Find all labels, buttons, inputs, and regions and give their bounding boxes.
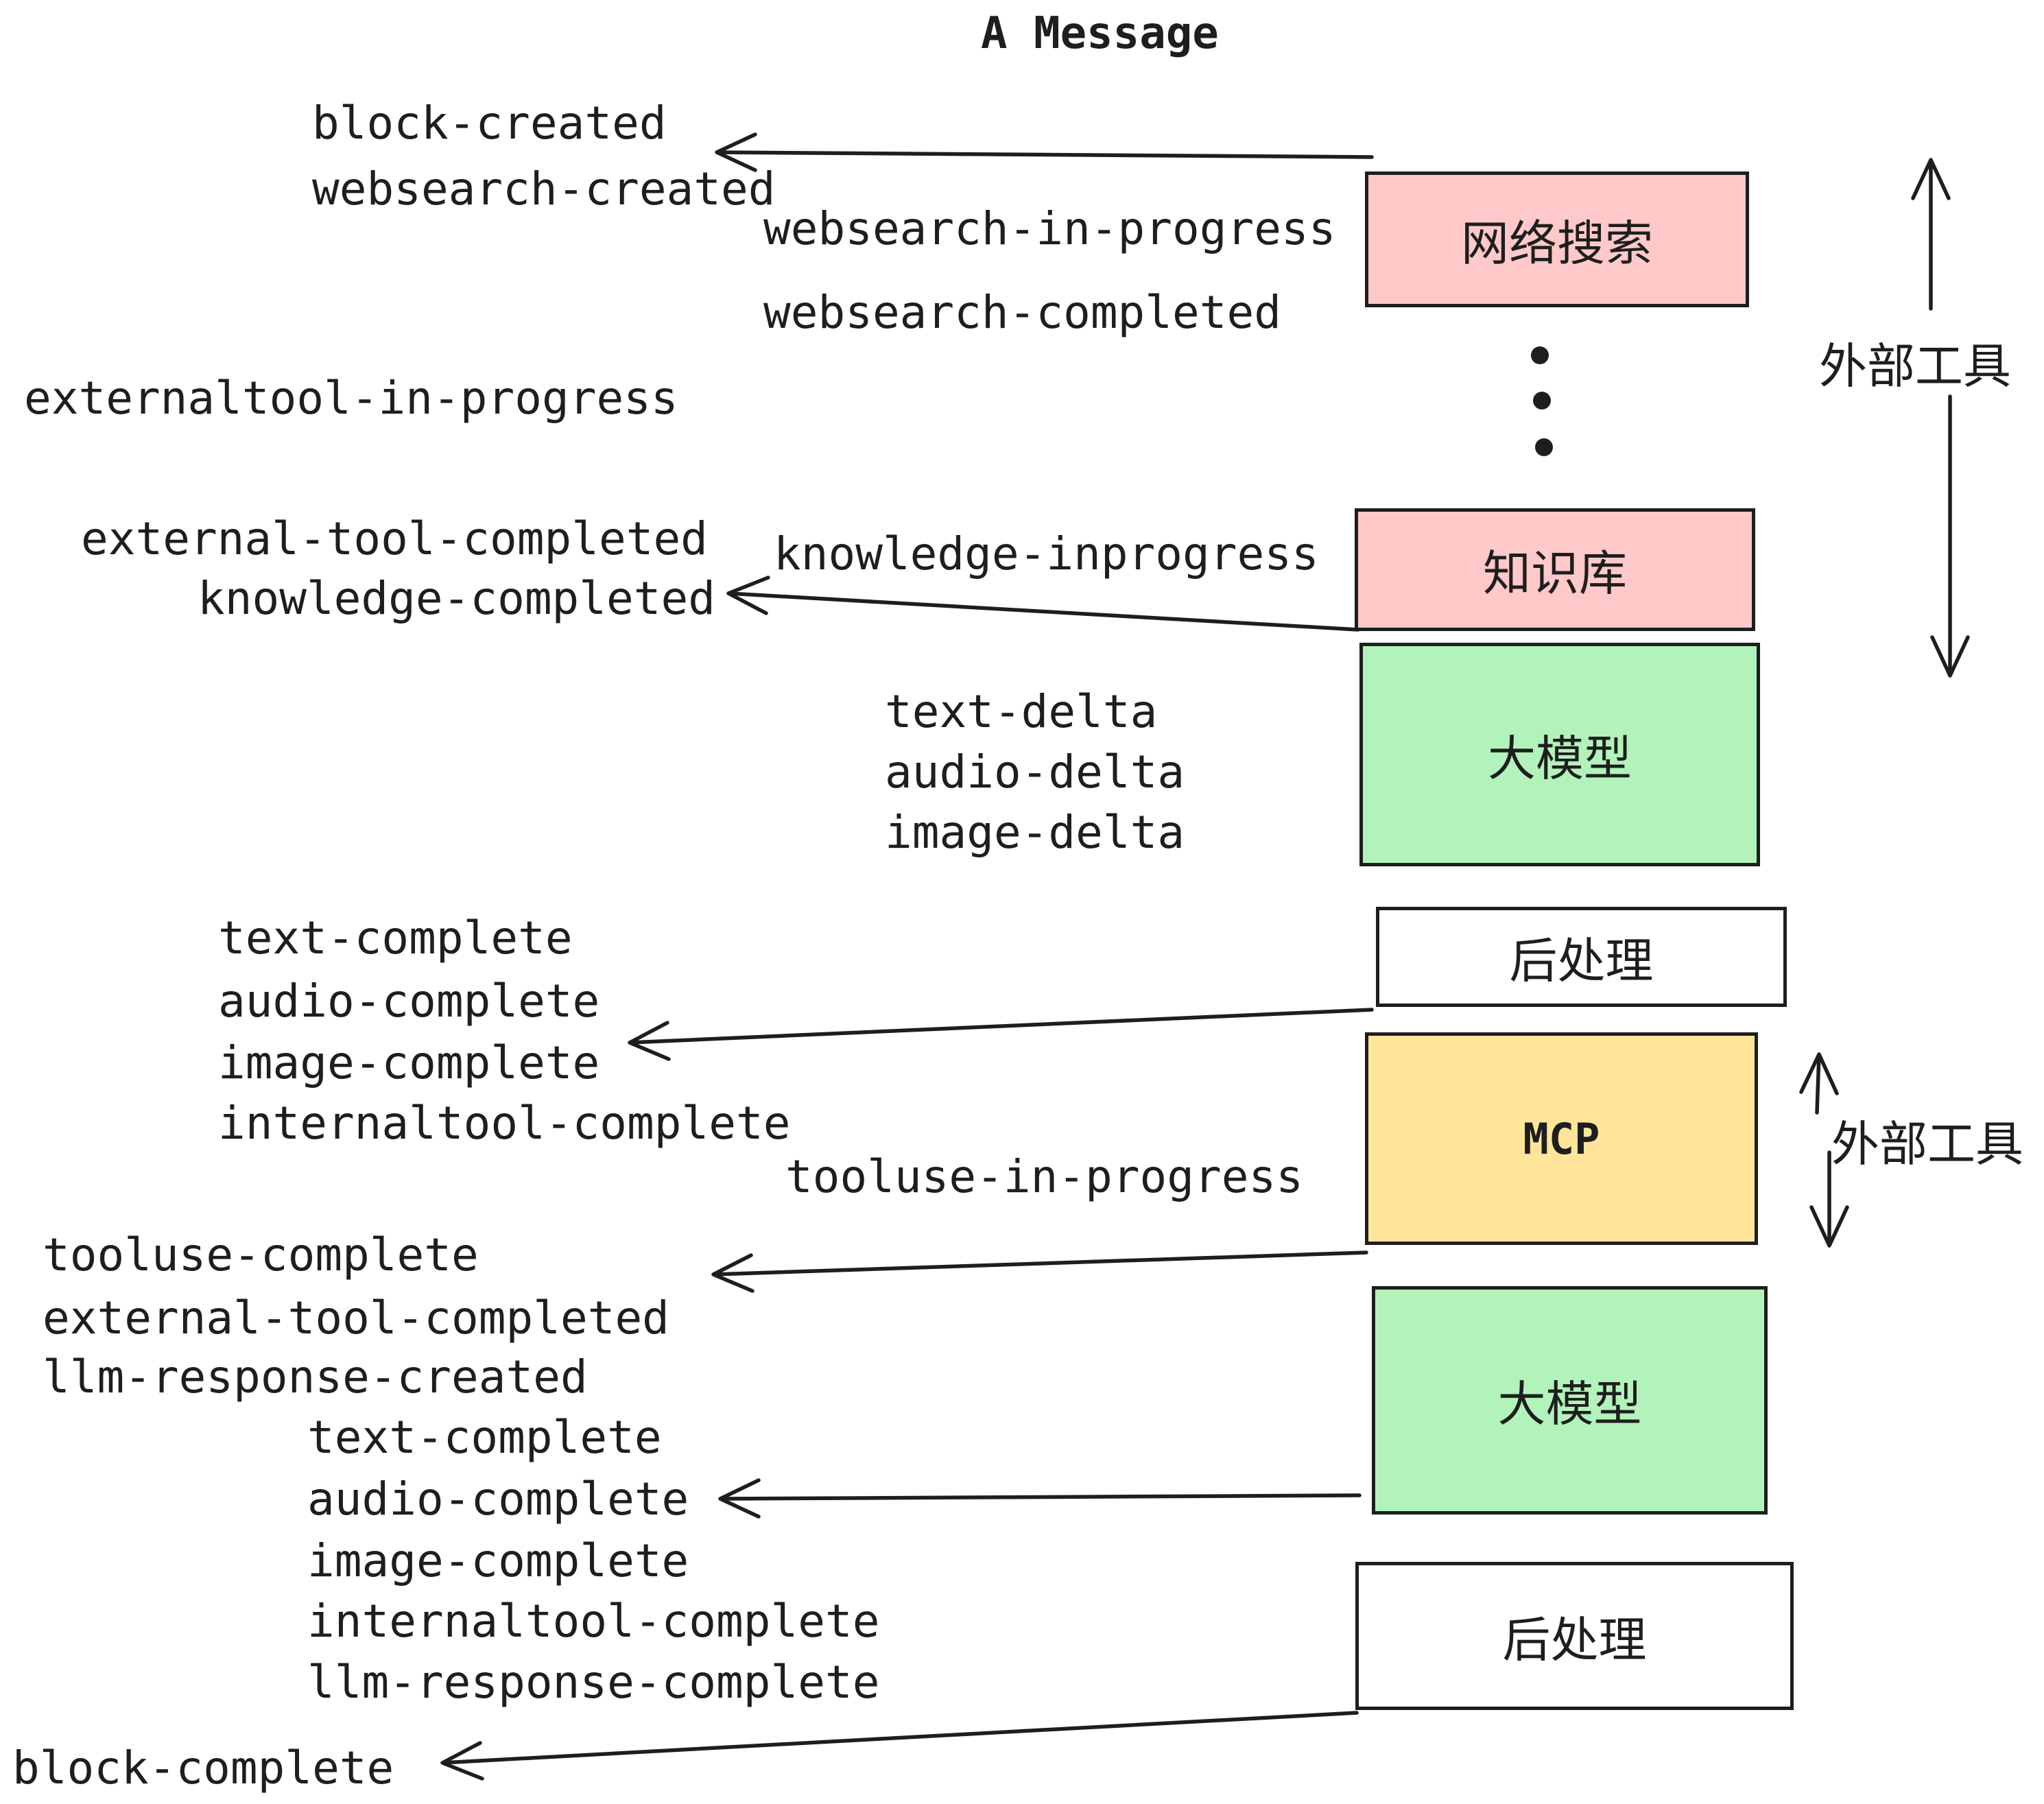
event-label-knowledge-inprogress: knowledge-inprogress — [774, 527, 1319, 580]
box-llm-1: 大模型 — [1359, 643, 1760, 866]
arrow-to-image-complete-icon — [628, 1008, 1374, 1061]
event-label-websearch-created: websearch-created — [312, 163, 776, 215]
event-label-audio-delta-1: audio-delta — [885, 746, 1185, 798]
event-label-internaltool-complete-2: internaltool-complete — [307, 1595, 880, 1648]
event-label-text-complete-2: text-complete — [307, 1411, 662, 1464]
external-tools-up-arrow-1-icon — [1911, 158, 1951, 311]
vertical-ellipsis-dots-icon — [1531, 346, 1553, 456]
arrow-to-block-created-icon — [715, 132, 1374, 172]
box-websearch: 网络搜索 — [1365, 171, 1749, 307]
event-label-externaltool-in-progress: externaltool-in-progress — [24, 372, 678, 425]
event-label-block-created: block-created — [312, 97, 667, 150]
side-label-external-tools-2: 外部工具 — [1831, 1116, 2023, 1172]
event-label-websearch-completed: websearch-completed — [763, 286, 1281, 339]
box-llm-1-label: 大模型 — [1488, 730, 1632, 787]
event-label-audio-complete-2: audio-complete — [307, 1473, 689, 1526]
box-post-1-label: 后处理 — [1509, 932, 1654, 989]
side-label-external-tools-1: 外部工具 — [1819, 338, 2011, 394]
event-label-llm-response-complete: llm-response-complete — [307, 1656, 880, 1709]
box-knowledge: 知识库 — [1355, 508, 1755, 631]
event-label-image-delta-1: image-delta — [885, 806, 1185, 859]
box-llm-2: 大模型 — [1372, 1286, 1768, 1515]
external-tools-up-arrow-2-icon — [1799, 1052, 1839, 1115]
event-label-internaltool-complete-1: internaltool-complete — [218, 1097, 791, 1150]
event-label-text-delta-1: text-delta — [885, 685, 1158, 738]
box-mcp: MCP — [1365, 1032, 1758, 1245]
box-knowledge-label: 知识库 — [1483, 545, 1627, 602]
event-label-external-tool-completed-2: external-tool-completed — [43, 1292, 669, 1344]
event-label-llm-response-created: llm-response-created — [43, 1351, 588, 1403]
arrow-to-tooluse-complete-icon — [711, 1250, 1368, 1293]
page-title: A Message — [981, 8, 1219, 59]
box-post-2: 后处理 — [1355, 1562, 1794, 1710]
event-label-tooluse-in-progress: tooluse-in-progress — [785, 1150, 1303, 1203]
event-label-block-complete: block-complete — [12, 1742, 394, 1794]
event-label-knowledge-completed: knowledge-completed — [198, 572, 715, 625]
external-tools-down-arrow-1-icon — [1930, 394, 1970, 678]
arrow-to-block-complete-icon — [440, 1711, 1359, 1781]
event-label-tooluse-complete: tooluse-complete — [43, 1229, 479, 1281]
arrow-to-audio-complete-icon — [718, 1478, 1362, 1519]
box-websearch-label: 网络搜索 — [1461, 215, 1653, 272]
box-mcp-label: MCP — [1523, 1113, 1600, 1164]
event-label-websearch-in-progress: websearch-in-progress — [763, 202, 1336, 255]
event-label-image-complete-1: image-complete — [218, 1036, 600, 1089]
box-llm-2-label: 大模型 — [1497, 1376, 1642, 1432]
event-label-text-complete-1: text-complete — [218, 912, 573, 964]
event-label-audio-complete-1: audio-complete — [218, 975, 600, 1028]
event-label-external-tool-completed-1: external-tool-completed — [81, 512, 708, 565]
event-label-image-complete-2: image-complete — [307, 1534, 689, 1587]
box-post-1: 后处理 — [1376, 907, 1787, 1007]
box-post-2-label: 后处理 — [1502, 1611, 1647, 1668]
arrow-to-knowledge-completed-icon — [726, 575, 1360, 632]
